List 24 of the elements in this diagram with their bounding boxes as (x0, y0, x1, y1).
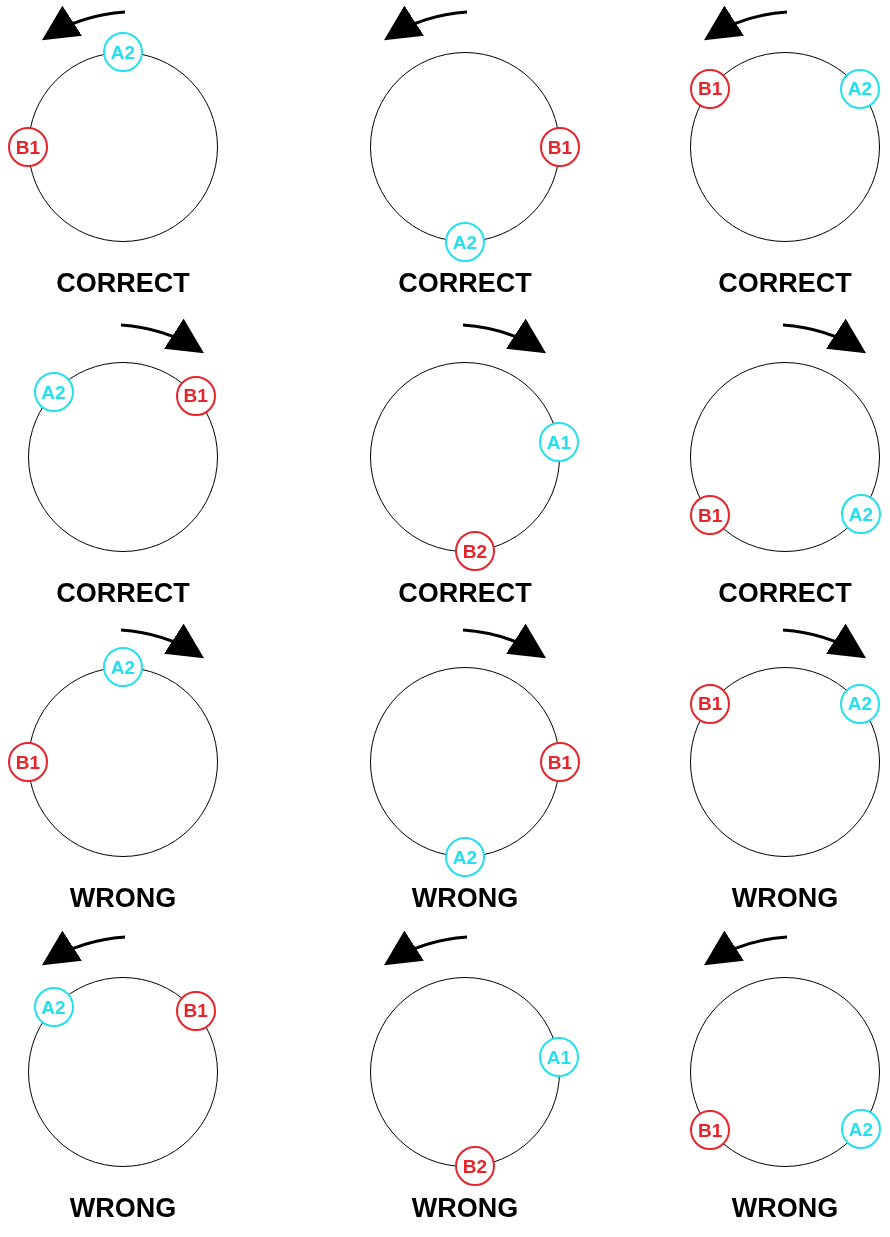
point-marker: B1 (540, 127, 580, 167)
status-label: WRONG (68, 1195, 178, 1222)
status-label: CORRECT (55, 580, 191, 607)
status-label: WRONG (410, 885, 520, 912)
point-marker: B1 (8, 127, 48, 167)
point-marker: A2 (103, 647, 143, 687)
status-label: CORRECT (397, 580, 533, 607)
status-label: WRONG (730, 1195, 840, 1222)
point-marker: B1 (540, 742, 580, 782)
status-label: WRONG (410, 1195, 520, 1222)
point-marker: B2 (454, 1146, 495, 1187)
point-marker: A1 (538, 422, 579, 463)
point-marker: B1 (8, 742, 48, 782)
status-label: CORRECT (717, 270, 853, 297)
point-marker: A1 (538, 1037, 579, 1078)
status-label: CORRECT (397, 270, 533, 297)
point-marker: B2 (454, 531, 495, 572)
status-label: CORRECT (55, 270, 191, 297)
point-marker: A2 (445, 837, 485, 877)
status-label: CORRECT (717, 580, 853, 607)
point-marker: A2 (445, 222, 485, 262)
status-label: WRONG (68, 885, 178, 912)
status-label: WRONG (730, 885, 840, 912)
point-marker: A2 (103, 32, 143, 72)
